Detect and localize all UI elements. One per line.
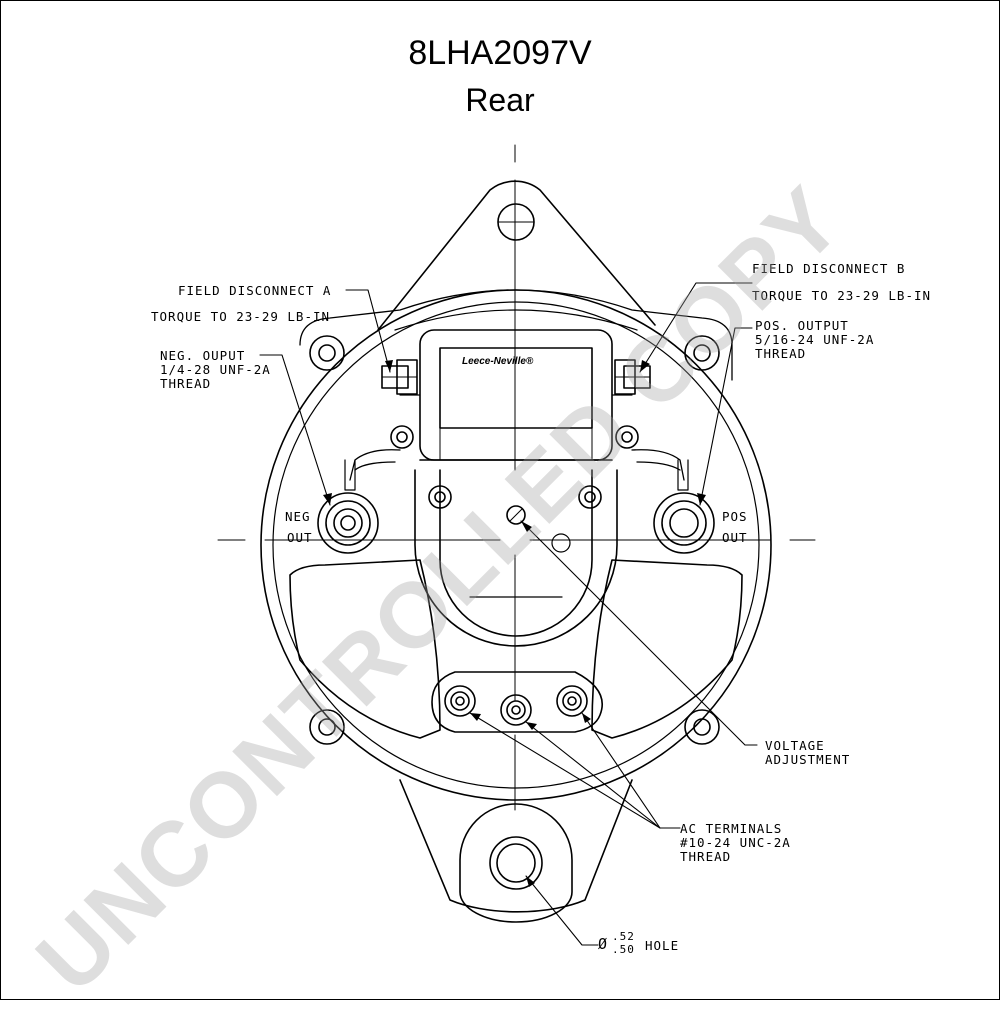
neg-output-terminal <box>317 492 379 554</box>
label-hole: HOLE <box>645 938 680 953</box>
ac-terminal-2 <box>500 694 532 726</box>
label-ac-terminals-2: #10-24 UNC-2A <box>680 835 791 850</box>
label-field-disconnect-a: FIELD DISCONNECT A <box>178 283 332 298</box>
ac-terminal-plate <box>431 671 603 733</box>
leader-lines <box>259 282 758 946</box>
tag-pos: POS <box>722 509 748 524</box>
hole-tolerance-upper: .52 <box>612 930 635 943</box>
reg-screw-upper-right <box>615 425 639 449</box>
label-field-b-torque: TORQUE TO 23-29 LB-IN <box>752 288 932 303</box>
label-voltage-adjustment-2: ADJUSTMENT <box>765 752 851 767</box>
reg-screw-lower-right <box>578 485 602 509</box>
tag-neg: NEG <box>285 509 311 524</box>
reg-screw-lower-left <box>428 485 452 509</box>
bottom-mounting-ear <box>399 779 633 913</box>
regulator-pocket-outer <box>414 469 618 647</box>
housing-inner <box>272 301 760 789</box>
mount-hole-top-right <box>684 335 720 371</box>
label-neg-output-1: NEG. OUPUT <box>160 348 246 363</box>
pos-output-terminal <box>653 492 715 554</box>
voltage-adjust-screw <box>506 505 526 525</box>
mount-hole-top-left <box>309 335 345 371</box>
upper-flange <box>299 289 733 381</box>
ac-terminal-1 <box>444 685 476 717</box>
small-plug <box>551 533 571 553</box>
bottom-hole-inner <box>496 843 536 883</box>
mount-hole-bottom-left <box>309 709 345 745</box>
label-pos-output-3: THREAD <box>755 346 807 361</box>
mount-hole-bottom-right <box>684 709 720 745</box>
bottom-boss <box>459 803 573 923</box>
page-subtitle: Rear <box>465 82 535 118</box>
hole-diameter-symbol: Ø <box>598 935 609 953</box>
label-pos-output-2: 5/16-24 UNF-2A <box>755 332 875 347</box>
label-voltage-adjustment-1: VOLTAGE <box>765 738 825 753</box>
top-mounting-ear <box>377 180 656 331</box>
regulator-label-plate <box>439 347 593 429</box>
tag-neg-out: OUT <box>287 530 313 545</box>
label-neg-output-2: 1/4-28 UNF-2A <box>160 362 271 377</box>
bottom-hole-outer <box>489 836 543 890</box>
brand-logo: Leece-Neville® <box>462 356 534 367</box>
vent-right <box>591 559 743 739</box>
ac-terminal-3 <box>556 685 588 717</box>
leader-arrows <box>323 360 706 887</box>
label-pos-output-1: POS. OUTPUT <box>755 318 849 333</box>
reg-screw-upper-left <box>390 425 414 449</box>
page-title: 8LHA2097V <box>408 34 592 72</box>
tag-pos-out: OUT <box>722 530 748 545</box>
label-field-disconnect-b: FIELD DISCONNECT B <box>752 261 906 276</box>
regulator-pocket-inner <box>439 469 593 637</box>
field-disconnect-a-stud <box>381 359 418 395</box>
label-ac-terminals-1: AC TERMINALS <box>680 821 783 836</box>
label-ac-terminals-3: THREAD <box>680 849 732 864</box>
label-field-a-torque: TORQUE TO 23-29 LB-IN <box>151 309 331 324</box>
hole-tolerance-lower: .50 <box>612 943 635 956</box>
label-neg-output-3: THREAD <box>160 376 212 391</box>
centerlines <box>217 144 816 811</box>
regulator-body <box>419 329 613 461</box>
vent-left <box>289 559 441 739</box>
field-disconnect-b-stud <box>614 359 651 395</box>
